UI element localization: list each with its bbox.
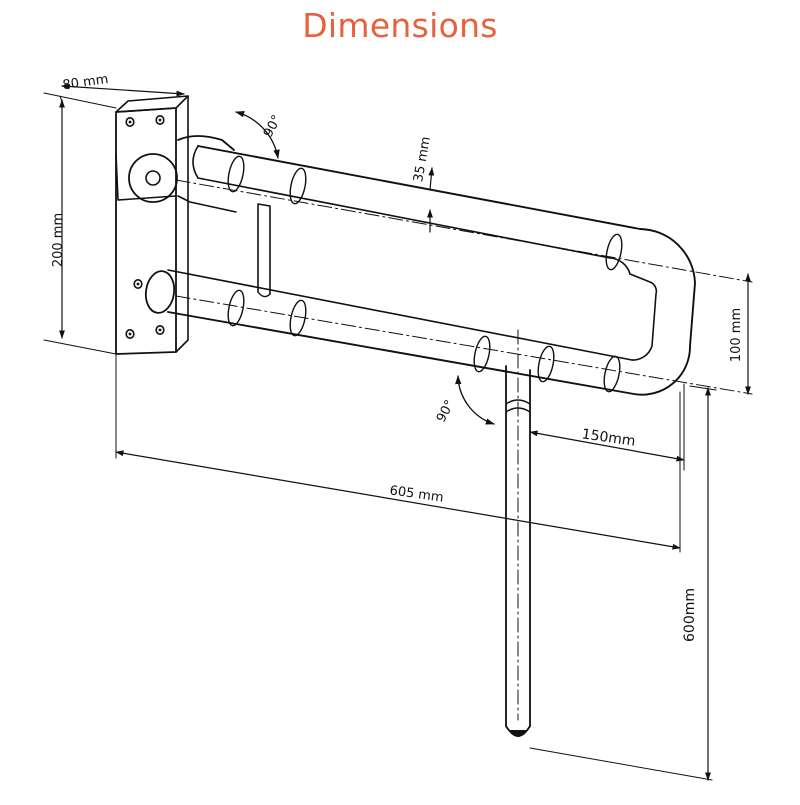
ext-leg-top bbox=[689, 385, 717, 391]
lower-tube-upper-edge bbox=[167, 269, 633, 361]
bolt-center bbox=[158, 328, 162, 332]
dim-length bbox=[115, 450, 681, 550]
page-title: Dimensions bbox=[302, 6, 498, 45]
bolt-hole bbox=[133, 278, 143, 289]
plate-front-face bbox=[115, 107, 177, 355]
grip-sleeve-ring bbox=[227, 289, 245, 327]
grip-sleeve-ring bbox=[605, 233, 623, 271]
hinge-bracket-outline bbox=[115, 153, 177, 201]
support-leg bbox=[505, 329, 531, 737]
grip-sleeve-ring bbox=[289, 299, 307, 337]
grip-sleeve-ring bbox=[603, 355, 621, 393]
arc-angle-top bbox=[235, 111, 280, 159]
angle-bottom-label: 90° bbox=[434, 398, 458, 425]
plate-side-edge bbox=[175, 95, 189, 353]
dimension-lines bbox=[43, 83, 751, 781]
rail-spacing-label: 100 mm bbox=[729, 308, 744, 362]
dim-tube-diameter-top bbox=[428, 167, 435, 191]
leg-foot-cap bbox=[509, 730, 527, 737]
grip-sleeve-ring bbox=[473, 335, 491, 373]
rail-connector-base bbox=[257, 291, 271, 298]
arc-angle-bottom bbox=[455, 375, 495, 425]
bolt-hole bbox=[125, 117, 135, 128]
hinge-boss bbox=[128, 153, 178, 203]
hinge-bottom-arm bbox=[177, 195, 237, 213]
depth-label: 80 mm bbox=[62, 72, 110, 93]
upper-tube-start bbox=[192, 145, 199, 179]
lower-centerline bbox=[175, 295, 753, 395]
bar-outer-outline bbox=[167, 145, 696, 396]
leg-offset-label: 150mm bbox=[581, 426, 637, 449]
dim-depth bbox=[61, 83, 185, 97]
lower-tube-end-cap bbox=[144, 270, 176, 314]
hinge-pivot-hole bbox=[145, 170, 161, 186]
rail-connector bbox=[257, 203, 271, 295]
upper-tube-lower-edge bbox=[197, 177, 631, 275]
bolt-hole bbox=[125, 328, 135, 339]
bend-inner-edge bbox=[629, 273, 658, 361]
ext-leg-bottom bbox=[529, 747, 713, 781]
hinge-top-arm bbox=[177, 135, 235, 151]
ext-plate-top bbox=[43, 92, 117, 109]
tube-diameter-label: 35 mm bbox=[411, 135, 434, 183]
height-label: 200 mm bbox=[51, 213, 66, 267]
bolt-center bbox=[158, 118, 162, 122]
angle-top-label: 90° bbox=[261, 113, 285, 140]
bolt-hole bbox=[155, 324, 165, 335]
grip-sleeve-ring bbox=[537, 345, 555, 383]
upper-centerline bbox=[175, 179, 753, 283]
length-label: 605 mm bbox=[389, 483, 445, 505]
bolt-center bbox=[136, 282, 140, 286]
bolt-hole bbox=[155, 115, 165, 126]
bolt-center bbox=[128, 120, 132, 124]
folding-grab-bar bbox=[144, 145, 753, 396]
leg-height-label: 600mm bbox=[682, 588, 698, 642]
bolt-center bbox=[128, 332, 132, 336]
grip-sleeve-ring bbox=[289, 167, 307, 205]
wall-plate bbox=[115, 95, 237, 355]
ext-plate-bottom bbox=[43, 339, 117, 355]
